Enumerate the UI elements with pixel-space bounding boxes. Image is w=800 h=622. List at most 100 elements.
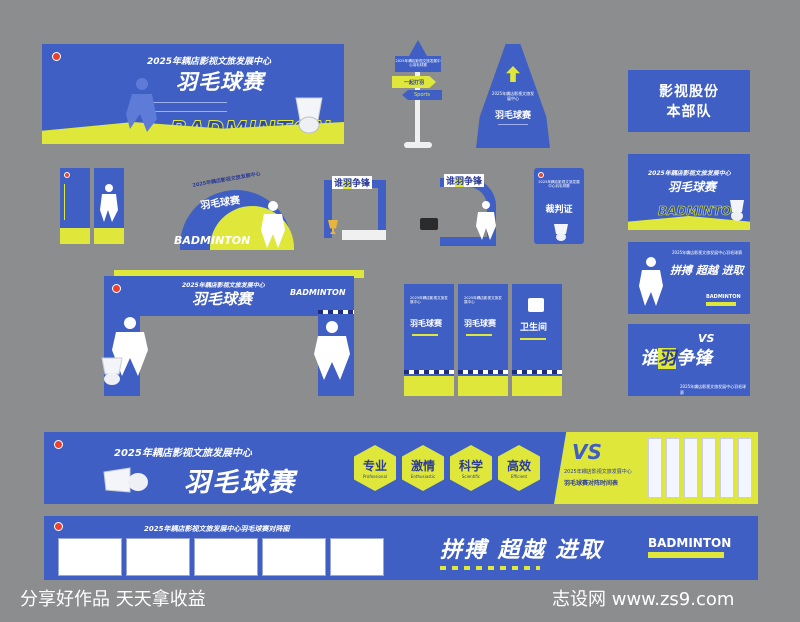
rollup-banner-3-checker: [512, 370, 562, 374]
trophy-icon: [328, 220, 338, 234]
brand-logo-icon: [54, 522, 63, 531]
rollup-banner-1-bottom: [404, 376, 454, 396]
right-board-slogan-title: 拼搏 超越 进取: [670, 264, 744, 277]
hq-sign-line2: 本部队: [666, 104, 712, 120]
right-board-slogan-word: BADMINTON: [706, 294, 741, 300]
bottom-banner-heading: 2025年耦店影视文旅发展中心羽毛球赛对阵图: [144, 525, 290, 533]
top-banner-lines: [147, 102, 227, 112]
right-board-vs: 谁羽争锋 VS 2025年耦店影视文旅发展中心羽毛球赛: [628, 324, 750, 396]
rollup-banner-1: 2025年耦店影视文旅发展中心 羽毛球赛: [404, 284, 454, 396]
hex-2-text: 激情: [410, 459, 435, 473]
footer-right-text: 志设网 www.zs9.com: [552, 589, 735, 610]
hq-sign: 影视股份 本部队: [628, 70, 750, 132]
standee-rule: [498, 124, 528, 125]
arch-gate: 2025年耦店影视文旅发展中心 羽毛球赛 BADMINTON: [101, 270, 364, 396]
brand-logo-icon: [64, 172, 70, 178]
rollup-banner-2: 2025年耦店影视文旅发展中心 羽毛球赛: [458, 284, 508, 396]
rollup-banner-3-title: 卫生间: [520, 323, 548, 333]
schedule-column: [684, 438, 698, 498]
schedule-column: [702, 438, 716, 498]
schedule-column: [738, 438, 752, 498]
long-banner-title: 羽毛球赛: [184, 468, 297, 498]
photo-frame-title-post: 争锋: [464, 177, 483, 187]
right-board-vs-footer: 2025年耦店影视文旅发展中心羽毛球赛: [680, 384, 747, 395]
hex-3-sub: Scientific: [461, 474, 481, 479]
rollup-banner-2-heading: 2025年耦店影视文旅发展中心: [464, 296, 502, 305]
rollup-banner-3: 卫生间: [512, 284, 562, 396]
bracket-panel-5: [330, 538, 384, 576]
small-arch-word: BADMINTON: [174, 234, 251, 247]
signpost-bottom-text: Sports: [413, 92, 431, 98]
bracket-panel-2: [126, 538, 190, 576]
arch-gate-heading: 2025年耦店影视文旅发展中心: [182, 282, 265, 289]
top-banner-heading: 2025年耦店影视文旅发展中心: [147, 57, 272, 67]
rollup-banner-3-bottom: [512, 376, 562, 396]
shuttle-standee: 2025年耦店影视文旅发展中心 羽毛球赛: [476, 44, 550, 148]
schedule-column: [648, 438, 662, 498]
right-board-heading: 2025年耦店影视文旅发展中心: [648, 170, 731, 177]
long-banner-hex-2: 激情 Enthusiastic: [402, 445, 444, 491]
player-silhouette-icon: [476, 201, 496, 240]
rollup-banner-1-heading: 2025年耦店影视文旅发展中心: [410, 296, 448, 305]
hex-4-sub: Efficient: [510, 474, 528, 479]
podium-title-post: 争锋: [352, 179, 371, 189]
long-banner-hex-4: 高效 Efficient: [498, 445, 540, 491]
player-silhouette-icon: [639, 257, 663, 306]
hex-4-text: 高效: [506, 459, 531, 473]
brand-logo-icon: [52, 52, 61, 61]
long-banner-heading: 2025年耦店影视文旅发展中心: [114, 448, 252, 459]
photo-frame-display: 谁羽争锋: [420, 170, 500, 248]
rollup-banner-1-arrow: [412, 334, 438, 336]
podium-display: 谁羽争锋: [318, 176, 390, 248]
side-vertical-banner-2: [94, 168, 124, 244]
referee-badge-heading: 2025年耦店影视文旅发展中心羽毛球赛: [538, 180, 580, 189]
arch-gate-checker: [318, 310, 354, 314]
long-banner-vs-line1: 2025年耦店影视文旅发展中心: [564, 469, 632, 475]
shuttlecock-icon: [103, 467, 148, 493]
small-arch-heading: 2025年耦店影视文旅发展中心: [192, 171, 262, 189]
top-banner: 2025年耦店影视文旅发展中心 羽毛球赛 BADMINTON: [42, 44, 344, 144]
long-banner-hex-1: 专业 Professional: [354, 445, 396, 491]
bottom-banner: 2025年耦店影视文旅发展中心羽毛球赛对阵图 拼搏 超越 进取 BADMINTO…: [44, 516, 758, 580]
right-board-word: BADMINTON: [658, 204, 742, 219]
signpost: 2025年耦店影视文旅发展中心羽毛球赛 一起打羽 Sports: [392, 38, 444, 152]
right-board-slogan-heading: 2025年耦店影视文旅发展中心羽毛球赛: [672, 250, 743, 255]
bottom-banner-stripe: [440, 566, 540, 570]
right-board-title: 羽毛球赛: [668, 180, 717, 194]
small-arch: 2025年耦店影视文旅发展中心 羽毛球赛 BADMINTON: [170, 171, 310, 252]
arch-gate-word: BADMINTON: [290, 288, 346, 297]
side-vertical-yellow: [94, 228, 124, 244]
brand-logo-icon: [54, 440, 63, 449]
right-board-vs-pre: 谁: [640, 348, 658, 369]
rollup-banner-2-arrow: [466, 334, 492, 336]
player-silhouette-icon: [261, 201, 285, 248]
brand-logo-icon: [538, 172, 544, 178]
schedule-column: [720, 438, 734, 498]
long-banner-vs-line2: 羽毛球赛对阵时间表: [564, 480, 619, 487]
long-banner-vs: VS: [572, 440, 602, 464]
podium-title: 谁羽争锋: [332, 176, 373, 189]
referee-badge-title: 裁判证: [545, 205, 573, 215]
arch-gate-title: 羽毛球赛: [192, 290, 253, 308]
shuttlecock-icon: [554, 224, 568, 241]
referee-badge: 2025年耦店影视文旅发展中心羽毛球赛 裁判证: [534, 168, 584, 244]
shuttlecock-icon: [730, 200, 744, 221]
rollup-banner-2-checker: [458, 370, 508, 374]
hex-1-text: 专业: [362, 459, 387, 473]
bottom-banner-word-bar: [648, 552, 724, 558]
arch-gate-top: [104, 276, 354, 316]
rollup-banner-1-title: 羽毛球赛: [410, 319, 442, 328]
signpost-panel-text: 2025年耦店影视文旅发展中心羽毛球赛: [395, 59, 441, 67]
standee-title: 羽毛球赛: [494, 111, 531, 121]
signpost-top-shuttle: [409, 40, 427, 56]
right-board-badminton: 2025年耦店影视文旅发展中心 羽毛球赛 BADMINTON: [628, 154, 750, 230]
bracket-panel-4: [262, 538, 326, 576]
photo-frame-title-mid: 羽: [455, 177, 465, 187]
photo-frame-title-pre: 谁: [446, 177, 456, 187]
podium-title-mid: 羽: [343, 179, 353, 189]
arch-gate-yellow-back: [114, 270, 364, 278]
podium-steps: [342, 230, 386, 240]
signpost-panel: 2025年耦店影视文旅发展中心羽毛球赛: [395, 56, 441, 72]
signpost-arrow-text: 一起打羽: [403, 79, 424, 86]
right-board-yellow: [628, 216, 750, 230]
